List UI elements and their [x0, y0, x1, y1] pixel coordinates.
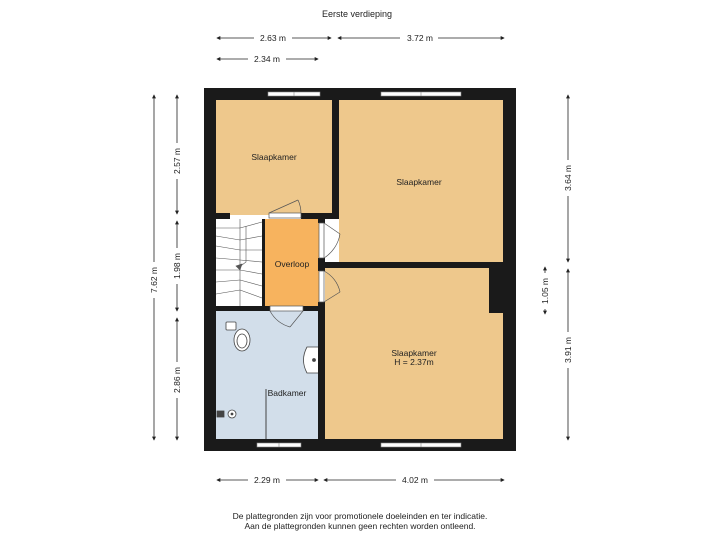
sink-icon: [303, 346, 320, 374]
shower-icon: [216, 389, 267, 439]
label-slaapkamer-2: Slaapkamer: [396, 177, 442, 187]
dim-right-middle: 1.05 m: [540, 278, 550, 304]
label-slaapkamer-1: Slaapkamer: [251, 152, 297, 162]
door-bed3: [318, 270, 341, 303]
floor-overloop: [264, 219, 319, 306]
wall-bed1-right: [332, 100, 339, 219]
dim-left-upper: 2.57 m: [172, 148, 182, 174]
room-labels: Slaapkamer Slaapkamer Overloop Slaapkame…: [251, 152, 442, 398]
window-bed3: [380, 442, 462, 448]
wall-bed1-bottom-right: [301, 213, 339, 219]
staircase: [215, 219, 263, 306]
wall-bed2-bottom: [325, 262, 503, 268]
dim-bottom-right: 4.02 m: [402, 475, 428, 485]
wall-bed1-bottom-left: [216, 213, 230, 219]
label-slaapkamer-3-height: H = 2.37m: [394, 357, 433, 367]
door-bath: [269, 305, 304, 328]
bathroom-fixtures: [216, 321, 320, 439]
door-bed2: [318, 222, 341, 259]
floor-stairs: [216, 219, 263, 306]
floor-slaapkamer-1: [216, 100, 332, 215]
wall-overloop-left: [262, 219, 265, 307]
wall-bottom: [204, 439, 516, 451]
toilet-icon: [225, 321, 251, 352]
wall-overloop-right-b: [318, 258, 325, 271]
floor-title: Eerste verdieping: [322, 9, 392, 19]
dimension-labels: 2.63 m 3.72 m 2.34 m 7.62 m 2.57 m 1.98 …: [149, 33, 573, 485]
dim-top-right: 3.72 m: [407, 33, 433, 43]
wall-chimney: [489, 268, 503, 313]
walls: [204, 88, 516, 451]
label-overloop: Overloop: [275, 259, 310, 269]
wall-overloop-right-a: [318, 219, 325, 223]
doors: [268, 199, 341, 328]
floor-slaapkamer-3: [325, 268, 503, 439]
wall-left: [204, 88, 216, 451]
dim-top-inner: 2.34 m: [254, 54, 280, 64]
dim-left-lower: 2.86 m: [172, 367, 182, 393]
dim-bottom-left: 2.29 m: [254, 475, 280, 485]
disclaimer-line-1: De plattegronden zijn voor promotionele …: [232, 511, 488, 521]
dim-right-upper: 3.64 m: [563, 165, 573, 191]
wall-bath-top-right: [303, 306, 325, 311]
disclaimer-line-2: Aan de plattegronden kunnen geen rechten…: [244, 521, 476, 531]
windows: [256, 91, 462, 448]
floor-slaapkamer-2: [339, 100, 503, 263]
label-slaapkamer-3: Slaapkamer: [391, 348, 437, 358]
wall-right: [503, 88, 516, 451]
window-bed2: [380, 91, 462, 97]
window-bath: [256, 442, 302, 448]
label-badkamer: Badkamer: [268, 388, 307, 398]
door-bed1: [268, 199, 302, 219]
wall-bath-top-left: [216, 306, 270, 311]
dim-top-left: 2.63 m: [260, 33, 286, 43]
dim-left-middle: 1.98 m: [172, 253, 182, 279]
dim-right-lower: 3.91 m: [563, 337, 573, 363]
window-bed1: [267, 91, 321, 97]
dim-left-total: 7.62 m: [149, 267, 159, 293]
room-floors: [216, 100, 503, 439]
wall-bath-right: [318, 310, 325, 440]
